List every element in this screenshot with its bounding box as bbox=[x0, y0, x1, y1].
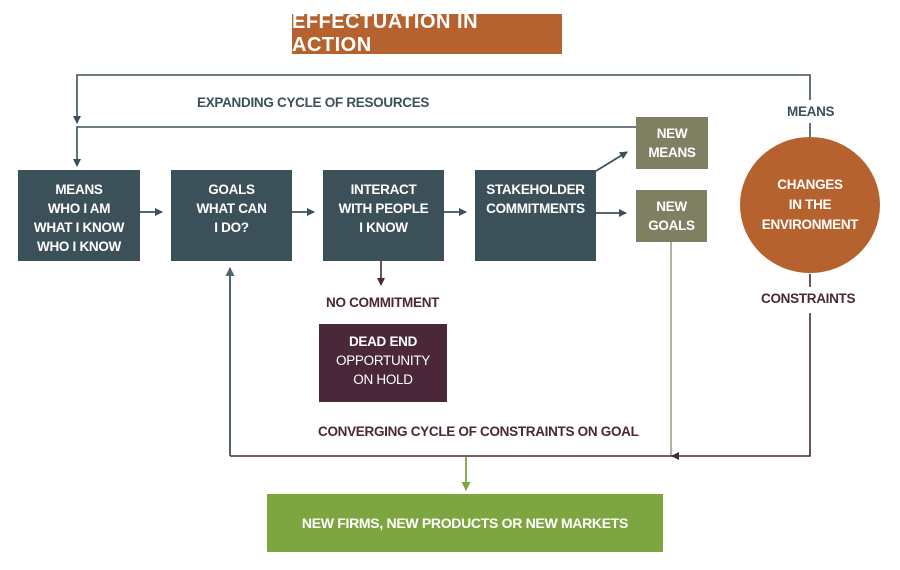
goals-box-line: WHAT CAN bbox=[196, 201, 267, 216]
interact-box-line: INTERACT bbox=[350, 182, 417, 197]
expanding-cycle-outer-line bbox=[73, 74, 811, 124]
new-goals-line: NEW bbox=[656, 199, 687, 214]
dead-end-box: DEAD END OPPORTUNITY ON HOLD bbox=[319, 324, 447, 402]
new-goals-line: GOALS bbox=[648, 218, 695, 233]
goals-box: GOALS WHAT CAN I DO? bbox=[171, 170, 292, 261]
changes-in-environment-circle: CHANGES IN THE ENVIRONMENT bbox=[740, 137, 880, 273]
constraints-loop-line bbox=[671, 313, 811, 460]
constraints-label: CONSTRAINTS bbox=[761, 291, 856, 306]
new-means-box: NEW MEANS bbox=[636, 117, 708, 169]
no-commitment-label: NO COMMITMENT bbox=[326, 295, 440, 310]
new-goals-box: NEW GOALS bbox=[636, 190, 707, 242]
goals-box-line: I DO? bbox=[214, 220, 249, 235]
new-means-line: MEANS bbox=[648, 145, 696, 160]
dead-end-line: ON HOLD bbox=[353, 372, 413, 387]
means-box-line: WHAT I KNOW bbox=[33, 220, 125, 235]
means-label: MEANS bbox=[787, 104, 835, 119]
means-box-line: MEANS bbox=[55, 182, 103, 197]
arrow-stakeholder-to-new-means bbox=[595, 151, 628, 172]
interact-box-line: I KNOW bbox=[359, 220, 408, 235]
means-box-line: WHO I AM bbox=[47, 201, 111, 216]
interact-box: INTERACT WITH PEOPLE I KNOW bbox=[323, 170, 444, 261]
goals-box-line: GOALS bbox=[208, 182, 255, 197]
circle-line: CHANGES bbox=[777, 177, 843, 192]
dead-end-line: OPPORTUNITY bbox=[336, 353, 430, 368]
converging-cycle-label: CONVERGING CYCLE OF CONSTRAINTS ON GOAL bbox=[318, 424, 639, 439]
outcome-box: NEW FIRMS, NEW PRODUCTS OR NEW MARKETS bbox=[267, 494, 663, 552]
stakeholder-box-line: COMMITMENTS bbox=[486, 201, 585, 216]
means-box: MEANS WHO I AM WHAT I KNOW WHO I KNOW bbox=[18, 170, 140, 261]
expanding-cycle-inner-line bbox=[73, 126, 636, 167]
diagram-title: EFFECTUATION IN ACTION bbox=[292, 11, 562, 56]
stakeholder-box-line: STAKEHOLDER bbox=[486, 182, 585, 197]
new-means-line: NEW bbox=[656, 126, 688, 141]
expanding-cycle-label: EXPANDING CYCLE OF RESOURCES bbox=[197, 95, 430, 110]
dead-end-line: DEAD END bbox=[348, 334, 418, 349]
stakeholder-commitments-box: STAKEHOLDER COMMITMENTS bbox=[475, 170, 596, 261]
means-box-line: WHO I KNOW bbox=[37, 239, 121, 254]
interact-box-line: WITH PEOPLE bbox=[338, 201, 429, 216]
circle-line: ENVIRONMENT bbox=[761, 217, 859, 232]
circle-line: IN THE bbox=[788, 197, 832, 212]
